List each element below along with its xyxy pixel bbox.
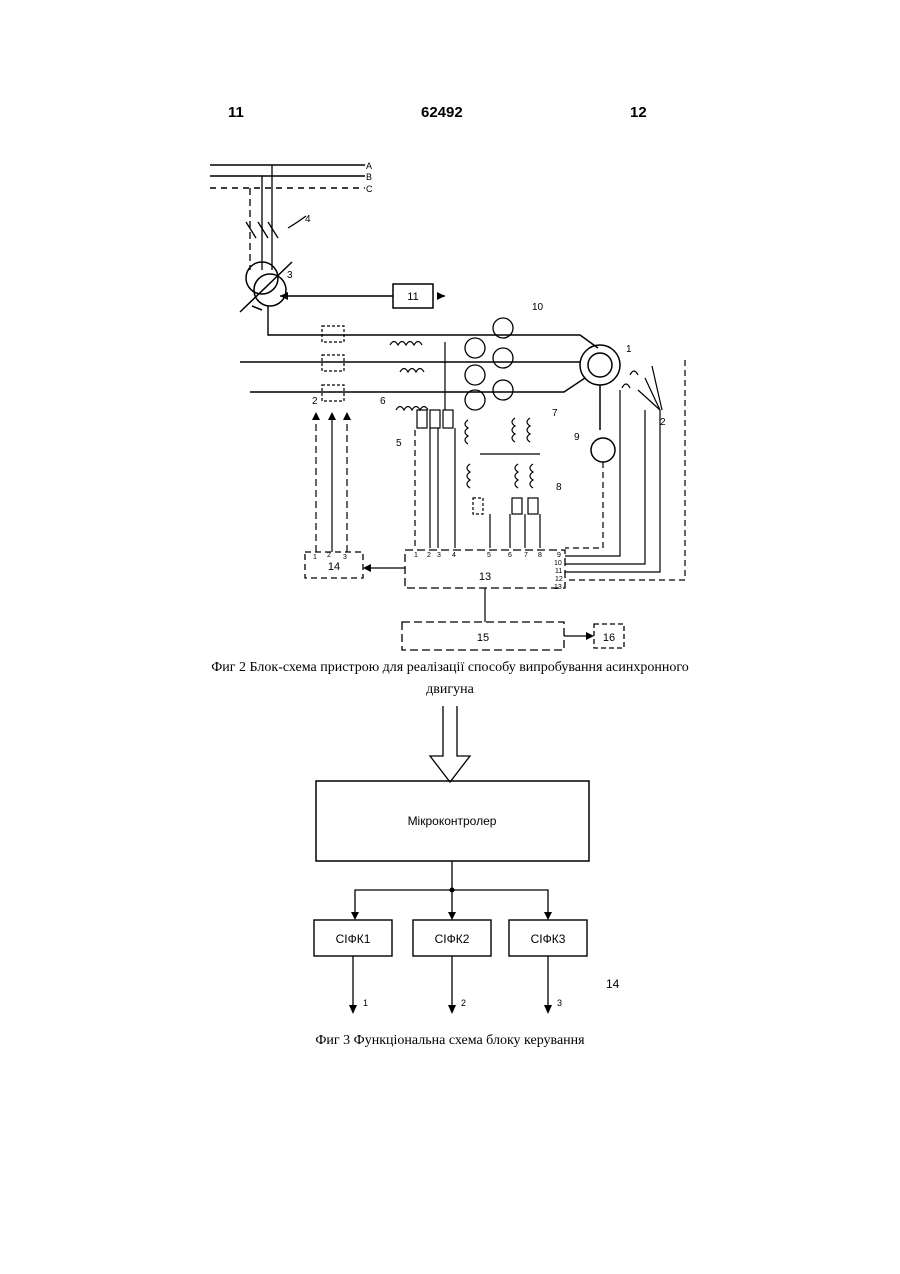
input-arrow-icon [430,706,470,782]
input-label: 9 [557,552,561,559]
label-7: 7 [552,408,558,419]
switch-4 [246,165,306,270]
chokes-6 [390,342,428,411]
input-label: 8 [538,552,542,559]
microcontroller-label: Мікроконтролер [408,814,497,828]
input-label: 1 [414,552,418,559]
figure-3-caption: Фиг 3 Функціональна схема блоку керуванн… [0,1033,900,1049]
sensors-8 [473,498,538,514]
block-14-inputs: 1 2 3 [313,552,347,561]
sifk1-label: СІФК1 [336,932,371,946]
block-15-label: 15 [477,632,489,644]
phase-label-c: C [366,184,373,194]
output-label-2: 2 [461,998,466,1008]
label-8: 8 [556,482,562,493]
label-2: 2 [312,396,318,407]
figure-2-caption-line2: двигуна [0,682,900,698]
figure-2-caption-line1: Фиг 2 Блок-схема пристрою для реалізації… [0,660,900,676]
phase-label-b: B [366,172,372,182]
sifk3-label: СІФК3 [531,932,566,946]
input-label: 11 [555,568,562,575]
induction-motor-1 [580,345,620,430]
label-1: 1 [626,344,632,355]
supply-lines [240,306,598,392]
input-label: 1 [313,554,317,561]
current-transformers-10 [465,318,513,410]
block-number-14: 14 [606,977,620,991]
label-5: 5 [396,438,402,449]
block-13-label: 13 [479,571,491,583]
output-label-3: 3 [557,998,562,1008]
input-label: 6 [508,552,512,559]
arrow-icon [544,1005,552,1014]
label-2-motor: 2 [660,417,666,428]
voltage-transformers-7 [465,418,540,488]
three-phase-bus [210,165,365,188]
input-label: 2 [327,552,331,559]
arrow-icon [586,632,594,640]
label-9: 9 [574,432,580,443]
figure-3-functional-diagram: Мікроконтролер СІФК1 СІФК2 СІФК3 1 2 3 1… [314,706,620,1014]
input-label: 12 [555,576,563,583]
arrow-icon [544,912,552,920]
label-6: 6 [380,396,386,407]
phase-label-a: A [366,161,372,171]
arrow-icon [349,1005,357,1014]
input-label: 13 [554,584,562,591]
input-label: 3 [437,552,441,559]
motor-sensors-2 [622,366,662,410]
label-3: 3 [287,270,293,281]
sensors-5 [417,342,453,428]
regulating-transformer-3 [240,262,292,312]
machine-9 [591,438,615,462]
input-label: 7 [524,552,528,559]
label-10: 10 [532,302,544,313]
thyristor-switches-2 [322,326,344,401]
arrow-icon [448,912,456,920]
block-11-label: 11 [407,291,418,303]
input-label: 5 [487,552,491,559]
input-label: 10 [554,560,562,567]
arrow-icon [351,912,359,920]
input-label: 2 [427,552,431,559]
block-14-outputs [312,412,405,572]
block-16-label: 16 [603,632,615,644]
sifk2-label: СІФК2 [435,932,470,946]
input-label: 4 [452,552,456,559]
input-label: 3 [343,554,347,561]
label-4: 4 [305,214,311,225]
output-label-1: 1 [363,998,368,1008]
signal-lines-13 [415,360,685,580]
arrow-icon [448,1005,456,1014]
block-14-label: 14 [328,561,340,573]
